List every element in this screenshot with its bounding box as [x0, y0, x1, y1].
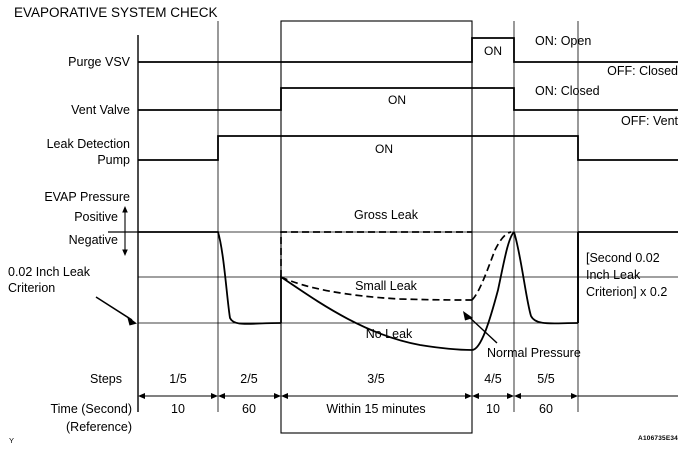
vent-valve-state-high: ON: Closed	[535, 84, 600, 98]
trace-vent-valve	[138, 87, 678, 111]
trace-leak-detection-pump	[138, 135, 678, 161]
normal-pressure-pointer-arrow	[463, 311, 498, 344]
purge-vsv-on-label: ON	[484, 44, 502, 58]
table-time-2: 60	[242, 402, 256, 416]
leak-criterion-label-line1: 0.02 Inch Leak	[8, 265, 91, 279]
trace-purge-vsv	[138, 37, 678, 63]
page-title: EVAPORATIVE SYSTEM CHECK	[14, 5, 218, 20]
curve-gross-leak	[280, 231, 472, 277]
table-step-2: 2/5	[240, 372, 257, 386]
vent-valve-on-label: ON	[388, 93, 406, 107]
table-time-4: 10	[486, 402, 500, 416]
reference-code: A106735E34	[638, 435, 678, 442]
leak-pump-on-label: ON	[375, 142, 393, 156]
curve-label-small-leak: Small Leak	[355, 279, 418, 293]
signal-label-vent-valve: Vent Valve	[71, 103, 130, 117]
purge-vsv-state-low: OFF: Closed	[607, 64, 678, 78]
curve-small-leak	[280, 276, 473, 301]
signal-label-purge-vsv: Purge VSV	[68, 55, 131, 69]
leak-criterion-label-line2: Criterion	[8, 281, 55, 295]
table-step-5: 5/5	[537, 372, 554, 386]
table-row-label-time-line1: Time (Second)	[50, 402, 132, 416]
table-time-5: 60	[539, 402, 553, 416]
corner-mark-y: Y	[9, 436, 14, 445]
curve-label-normal-pressure: Normal Pressure	[487, 346, 581, 360]
right-note-line3: Criterion] x 0.2	[586, 285, 667, 299]
table-time-1: 10	[171, 402, 185, 416]
right-note-line2: Inch Leak	[586, 268, 641, 282]
curve-final-decay	[513, 231, 579, 325]
table-step-3: 3/5	[367, 372, 384, 386]
signal-label-leak-pump-line1: Leak Detection	[47, 137, 130, 151]
vent-valve-state-low: OFF: Vent	[621, 114, 678, 128]
evap-pressure-title: EVAP Pressure	[44, 190, 130, 204]
table-step-1: 1/5	[169, 372, 186, 386]
signal-label-leak-pump-line2: Pump	[97, 153, 130, 167]
positive-negative-arrow	[122, 206, 128, 256]
evap-pressure-negative-label: Negative	[69, 233, 118, 247]
curve-initial-drop	[138, 231, 282, 325]
curve-no-leak	[280, 275, 473, 351]
table-time-3: Within 15 minutes	[326, 402, 425, 416]
duration-arrow-row	[138, 393, 678, 399]
curve-no-leak-recovery	[471, 231, 515, 351]
table-step-4: 4/5	[484, 372, 501, 386]
evap-pressure-positive-label: Positive	[74, 210, 118, 224]
curve-small-leak-recovery	[471, 231, 512, 301]
leak-criterion-pointer-arrow	[95, 296, 137, 326]
purge-vsv-state-high: ON: Open	[535, 34, 591, 48]
curve-label-gross-leak: Gross Leak	[354, 208, 419, 222]
curve-label-no-leak: No Leak	[366, 327, 413, 341]
right-note-line1: [Second 0.02	[586, 251, 660, 265]
table-row-label-time-line2: (Reference)	[66, 420, 132, 434]
table-row-label-steps: Steps	[90, 372, 122, 386]
